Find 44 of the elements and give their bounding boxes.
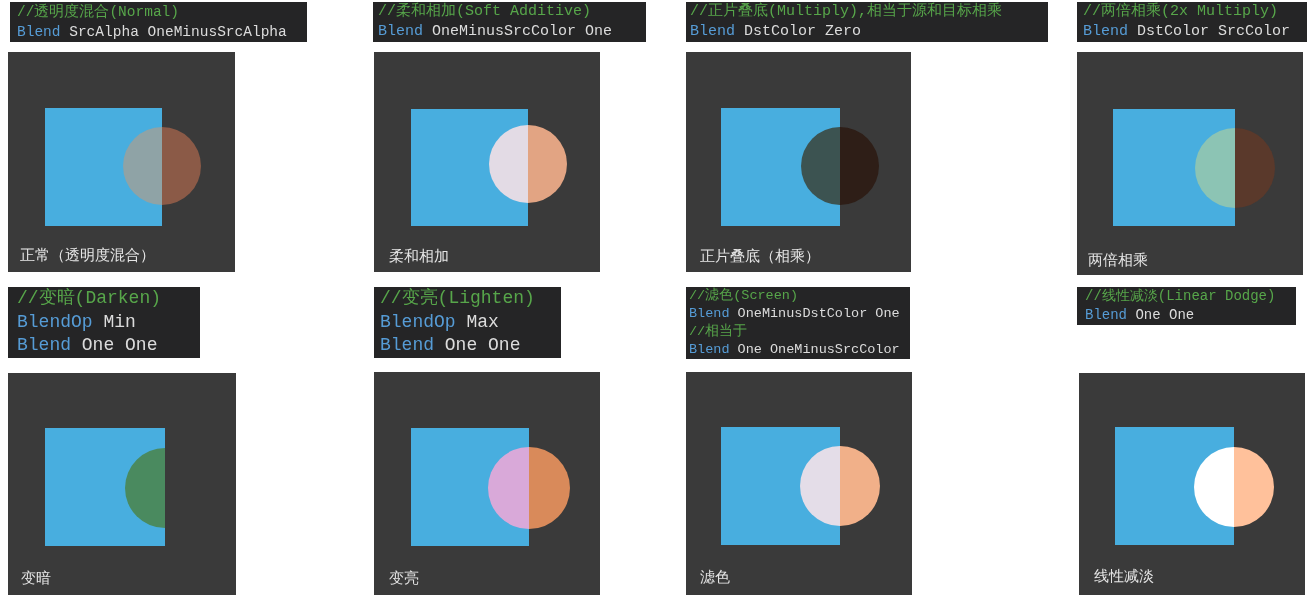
code-box — [1077, 287, 1296, 325]
render-panel — [374, 372, 600, 595]
render-panel — [686, 372, 912, 595]
code-line: Blend OneMinusDstColor One — [689, 305, 900, 323]
panel-caption: 变亮 — [389, 569, 419, 587]
panel-caption: 两倍相乘 — [1088, 251, 1148, 269]
panel-caption: 正片叠底（相乘） — [700, 247, 820, 265]
render-panel — [8, 52, 235, 272]
code-comment: //滤色(Screen) — [689, 287, 798, 305]
render-panel — [374, 52, 600, 272]
code-box — [686, 2, 1048, 42]
code-comment: //两倍相乘(2x Multiply) — [1083, 2, 1279, 22]
panel-caption: 变暗 — [21, 569, 51, 587]
render-panel — [1079, 373, 1305, 595]
code-comment: //正片叠底(Multiply),相当于源和目标相乘 — [690, 2, 1003, 22]
code-line: Blend DstColor SrcColor — [1083, 22, 1291, 42]
code-line: BlendOp Min — [17, 310, 136, 334]
code-line: Blend One One — [380, 334, 521, 357]
code-comment: //相当于 — [689, 323, 748, 341]
code-comment: //线性减淡(Linear Dodge) — [1085, 287, 1276, 306]
code-line: BlendOp Max — [380, 310, 499, 334]
panel-caption: 柔和相加 — [389, 247, 449, 265]
code-line: Blend SrcAlpha OneMinusSrcAlpha — [17, 23, 287, 42]
render-panel — [8, 373, 236, 595]
code-box — [1077, 2, 1307, 42]
code-line: Blend OneMinusSrcColor One — [378, 22, 613, 42]
code-comment: //变暗(Darken) — [17, 287, 162, 310]
panel-caption: 线性减淡 — [1094, 567, 1154, 585]
code-box — [8, 287, 200, 358]
code-comment: //变亮(Lighten) — [380, 287, 535, 310]
panel-caption: 滤色 — [700, 568, 730, 586]
code-box — [374, 287, 561, 358]
code-box — [10, 2, 307, 42]
render-panel — [1077, 52, 1303, 275]
code-comment: //透明度混合(Normal) — [17, 2, 179, 22]
code-comment: //柔和相加(Soft Additive) — [378, 2, 592, 22]
code-line: Blend One One — [17, 334, 158, 357]
code-line: Blend One One — [1085, 306, 1195, 325]
code-line: Blend One OneMinusSrcColor — [689, 341, 900, 359]
code-line: Blend DstColor Zero — [690, 22, 862, 42]
render-panel — [686, 52, 911, 272]
code-box — [686, 287, 910, 359]
code-box — [373, 2, 646, 42]
panel-caption: 正常（透明度混合） — [20, 246, 155, 264]
